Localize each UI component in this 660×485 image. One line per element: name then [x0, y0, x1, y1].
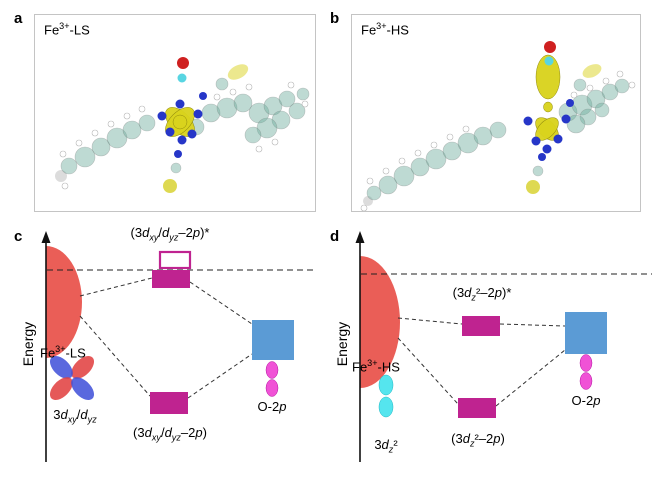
- connector-dashed: [189, 281, 253, 325]
- nitrogen-atoms: [157, 92, 207, 158]
- hydrogen-atoms: [59, 81, 309, 190]
- connector-dashed: [187, 353, 253, 399]
- p-orbital-icon: [579, 354, 593, 390]
- d-orbital-icon: [49, 355, 95, 401]
- panel-c-diagram: Energy (3dxy/dyz–2p)* Fe3+-LS 3dxy/dyz O…: [0, 224, 330, 485]
- connector-dashed: [397, 337, 459, 405]
- metal-orbital-label: 3dz²: [374, 437, 398, 455]
- co-ligand: [177, 57, 189, 83]
- antibonding-level-empty: [158, 250, 192, 270]
- carbon-atoms: [363, 78, 630, 206]
- connector-dashed: [79, 277, 153, 297]
- connector-dashed: [499, 323, 566, 327]
- hydrogen-atoms: [360, 70, 636, 211]
- panel-a-letter: a: [14, 10, 23, 27]
- energy-axis-label: Energy: [20, 321, 36, 367]
- energy-axis-arrowhead: [41, 231, 51, 243]
- panel-d-letter: d: [330, 228, 340, 245]
- panel-b-frame: Fe3+-HS: [351, 14, 641, 212]
- ligand-level: [565, 312, 607, 354]
- ligand-level: [252, 320, 294, 360]
- sulfur-atom: [526, 180, 540, 194]
- molecule-b: [360, 41, 636, 211]
- metal-label: Fe3+-LS: [40, 344, 86, 361]
- sulfur-atom: [163, 179, 177, 193]
- bonding-label: (3dxy/dyz–2p): [133, 425, 207, 443]
- panel-c-letter: c: [14, 228, 23, 245]
- dos-band: [46, 246, 82, 358]
- antibonding-level: [152, 270, 190, 288]
- panel-a-title: Fe3+-LS: [44, 21, 90, 38]
- p-orbital-icon: [265, 361, 279, 397]
- panel-a-frame: Fe3+-LS: [34, 14, 316, 212]
- spin-density-isosurface: [535, 54, 602, 141]
- ligand-label: O-2p: [257, 399, 287, 414]
- ligand-label: O-2p: [571, 393, 601, 408]
- dz2-orbital-icon: [378, 374, 394, 418]
- connector-dashed: [397, 317, 463, 325]
- bonding-label: (3dz²–2p): [451, 431, 505, 449]
- connector-dashed: [79, 315, 151, 397]
- connector-dashed: [495, 349, 566, 407]
- antibonding-label: (3dz²–2p)*: [452, 285, 512, 303]
- energy-axis-label: Energy: [334, 321, 350, 367]
- antibonding-level: [462, 316, 500, 336]
- carbon-atoms: [55, 77, 310, 182]
- energy-axis-arrowhead: [355, 231, 365, 243]
- bonding-level: [150, 392, 188, 414]
- bonding-level: [458, 398, 496, 418]
- co-ligand: [544, 41, 556, 66]
- metal-orbital-label: 3dxy/dyz: [53, 407, 97, 425]
- antibonding-label: (3dxy/dyz–2p)*: [130, 225, 210, 243]
- molecule-a: [55, 57, 310, 193]
- nitrogen-atoms: [523, 99, 574, 161]
- metal-label: Fe3+-HS: [352, 358, 400, 375]
- panel-d-diagram: Energy (3dz²–2p)* Fe3+-HS 3dz² O-2p (3dz…: [330, 224, 660, 485]
- panel-b-letter: b: [330, 10, 340, 27]
- dos-band: [360, 256, 400, 388]
- panel-b-title: Fe3+-HS: [361, 21, 409, 38]
